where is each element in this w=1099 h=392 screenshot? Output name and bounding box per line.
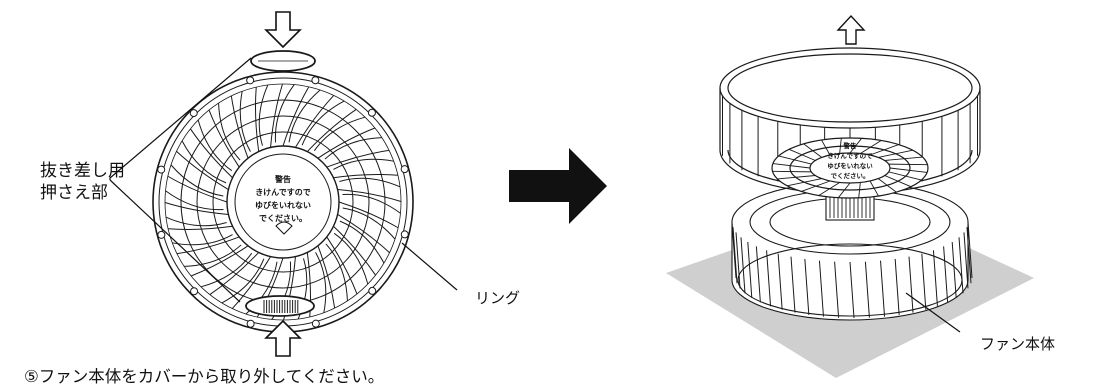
fan-top-view xyxy=(152,50,414,333)
right-arrow-solid-icon xyxy=(509,148,607,224)
ring-label: リング xyxy=(475,289,521,307)
svg-text:ゆびをいれない: ゆびをいれない xyxy=(255,200,311,210)
svg-text:でください。: でください。 xyxy=(259,214,307,223)
up-arrow-outline-icon xyxy=(836,14,866,45)
svg-text:ゆびをいれない: ゆびをいれない xyxy=(827,161,873,170)
fan-body xyxy=(731,181,973,321)
press-part-leaders xyxy=(109,57,252,303)
fan-body-label: ファン本体 xyxy=(980,335,1056,353)
step-text: ファン本体をカバーから取り外してください。 xyxy=(38,367,385,386)
press-part-label: 抜き差し用 押さえ部 xyxy=(40,161,125,203)
svg-text:警告: 警告 xyxy=(844,141,858,150)
fan-exploded-view xyxy=(719,47,981,321)
svg-text:警告: 警告 xyxy=(274,174,291,184)
step-number: ⑤ xyxy=(24,367,39,386)
right-hub-caution-text: 警告 きけんですので ゆびをいれない でください。 xyxy=(827,141,873,180)
svg-text:でください。: でください。 xyxy=(831,172,870,180)
up-arrow-outline-icon xyxy=(264,319,302,357)
finger-caution-icon xyxy=(275,221,293,235)
svg-text:きけんですので: きけんですので xyxy=(827,151,873,160)
ring-leader xyxy=(401,242,458,291)
ring-cover xyxy=(719,47,981,199)
svg-text:きけんですので: きけんですので xyxy=(255,188,311,197)
fan-body-leader xyxy=(905,292,961,333)
step-caption: ⑤ファン本体をカバーから取り外してください。 xyxy=(24,363,384,387)
left-hub-caution-text: 警告 きけんですので ゆびをいれない でください。 xyxy=(255,174,311,223)
down-arrow-outline-icon xyxy=(264,11,302,49)
